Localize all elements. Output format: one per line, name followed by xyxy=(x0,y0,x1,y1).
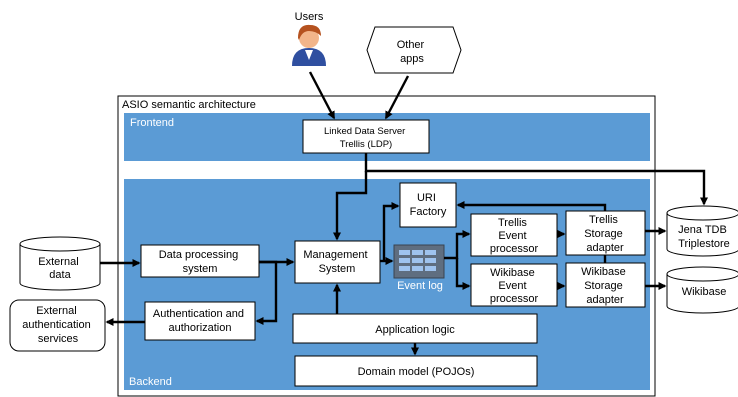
management-system-box xyxy=(294,240,381,284)
arrow-eventlog-to-trellis-processor xyxy=(444,230,471,260)
wikibase-adapter-line: adapter xyxy=(586,294,624,306)
ldp-line: Linked Data Server xyxy=(324,126,405,137)
data-processing-line: system xyxy=(183,263,218,275)
wikibase-store-label: Wikibase xyxy=(682,286,727,298)
uri-factory-box xyxy=(399,182,457,228)
architecture-title: ASIO semantic architecture xyxy=(122,99,256,111)
external-data-line: External xyxy=(38,256,78,268)
ldp-box xyxy=(302,119,430,154)
domain-model-label: Domain model (POJOs) xyxy=(358,366,475,378)
jena-triplestore-cylinder xyxy=(666,205,738,257)
arrow-eventlog-to-wikibase-processor xyxy=(455,258,471,290)
trellis-processor-box xyxy=(470,213,558,257)
wikibase-adapter-line: Storage xyxy=(584,280,623,292)
trellis-processor-line: Event xyxy=(498,230,526,242)
arrow-dataproc-to-auth xyxy=(255,260,278,325)
data-processing-line: Data processing xyxy=(159,249,239,261)
arrow-ldp-to-management xyxy=(333,171,368,241)
users-label: Users xyxy=(295,11,324,23)
other-apps-line: Other xyxy=(397,39,425,51)
frontend-label: Frontend xyxy=(130,117,174,129)
wikibase-adapter-line: Wikibase xyxy=(581,266,626,278)
backend-label: Backend xyxy=(129,376,172,388)
wikibase-processor-line: Event xyxy=(498,280,526,292)
event-log-icon xyxy=(393,244,445,279)
wikibase-processor-label: Wikibase Event processor xyxy=(490,267,539,305)
arrow-apps-to-ldp xyxy=(384,75,410,120)
external-auth-line: External xyxy=(36,305,76,317)
trellis-processor-label: Trellis Event processor xyxy=(490,217,539,255)
management-line: System xyxy=(319,263,356,275)
wikibase-adapter-label: Wikibase Storage adapter xyxy=(581,266,629,306)
uri-factory-line: URI xyxy=(417,192,436,204)
other-apps-node xyxy=(366,26,462,74)
event-log-label: Event log xyxy=(397,280,443,292)
ldp-label: Linked Data Server Trellis (LDP) xyxy=(324,126,408,150)
external-data-label: External data xyxy=(38,256,81,281)
user-icon xyxy=(292,24,326,66)
uri-factory-label: URI Factory xyxy=(410,192,447,218)
wikibase-adapter-box xyxy=(565,262,646,308)
auth-label: Authentication and authorization xyxy=(153,308,247,334)
ldp-line: Trellis (LDP) xyxy=(340,139,392,150)
auth-line: authorization xyxy=(169,322,232,334)
other-apps-line: apps xyxy=(400,53,424,65)
trellis-processor-line: processor xyxy=(490,243,539,255)
trellis-adapter-line: Trellis xyxy=(589,214,618,226)
wikibase-store-cylinder xyxy=(666,266,738,314)
management-system-label: Management System xyxy=(303,249,370,275)
connectors xyxy=(100,71,708,356)
arrow-ldp-to-jena xyxy=(364,153,708,206)
arrow-users-to-ldp xyxy=(308,71,336,120)
uri-factory-line: Factory xyxy=(410,206,447,218)
wikibase-processor-box xyxy=(470,263,558,307)
wikibase-processor-line: Wikibase xyxy=(490,267,535,279)
jena-triplestore-label: Jena TDB Triplestore xyxy=(678,224,730,250)
data-processing-box xyxy=(140,244,260,278)
external-auth-line: authentication xyxy=(22,319,91,331)
other-apps-label: Other apps xyxy=(397,39,428,65)
data-processing-label: Data processing system xyxy=(159,249,242,275)
trellis-adapter-line: Storage xyxy=(584,228,623,240)
application-logic-box xyxy=(292,313,538,344)
domain-model-box xyxy=(294,355,538,387)
external-data-cylinder xyxy=(19,236,101,291)
external-auth-services-label: External authentication services xyxy=(22,305,94,345)
wikibase-processor-line: processor xyxy=(490,293,539,305)
jena-line: Triplestore xyxy=(678,238,730,250)
jena-line: Jena TDB xyxy=(678,224,727,236)
trellis-adapter-line: adapter xyxy=(586,242,624,254)
trellis-processor-line: Trellis xyxy=(498,217,527,229)
external-auth-services-box xyxy=(9,299,106,352)
trellis-adapter-label: Trellis Storage adapter xyxy=(584,214,626,254)
application-logic-label: Application logic xyxy=(375,324,455,336)
arrow-management-to-uri xyxy=(382,202,400,261)
external-data-line: data xyxy=(49,269,71,281)
management-line: Management xyxy=(303,249,367,261)
external-auth-line: services xyxy=(38,333,79,345)
auth-line: Authentication and xyxy=(153,308,244,320)
arrow-adapters-to-uri xyxy=(456,201,607,211)
auth-box xyxy=(144,301,256,341)
